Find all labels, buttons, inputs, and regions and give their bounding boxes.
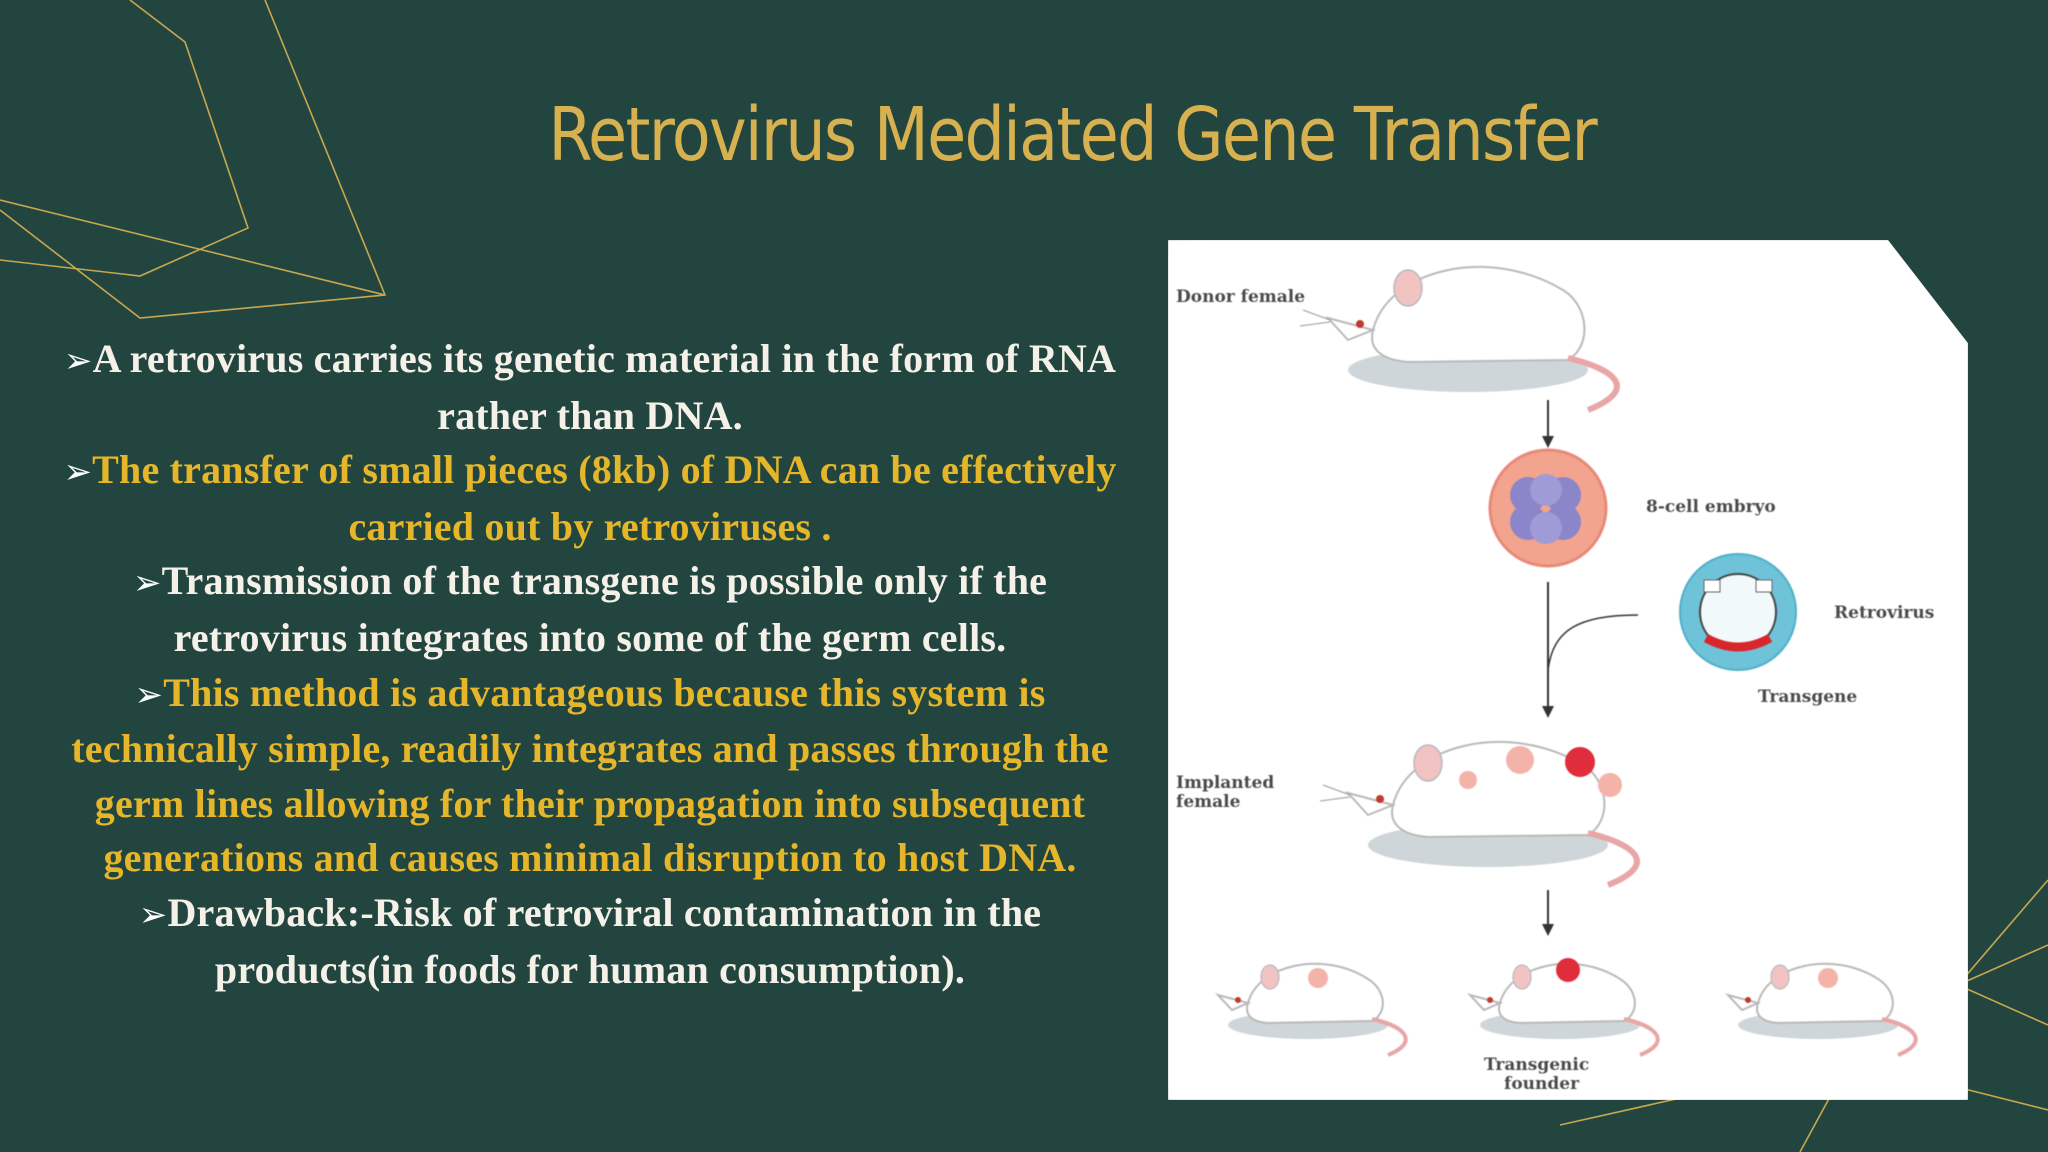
bullet-text: This method is advantageous because this… <box>71 669 1109 881</box>
bullet-text: Transmission of the transgene is possibl… <box>161 558 1048 660</box>
embryo-icon <box>1488 448 1608 568</box>
arrow-bullet-icon: ➢ <box>63 341 93 381</box>
bullet-item: ➢Drawback:-Risk of retroviral contaminat… <box>60 886 1120 997</box>
bullet-item: ➢A retrovirus carries its genetic materi… <box>60 332 1120 443</box>
label-retrovirus: Retrovirus <box>1834 603 1934 623</box>
donor-mouse-icon <box>1300 267 1617 410</box>
label-founder-2: founder <box>1504 1074 1580 1094</box>
arrow-bullet-icon: ➢ <box>134 674 164 715</box>
label-embryo: 8-cell embryo <box>1646 497 1776 517</box>
arrow-bullet-icon: ➢ <box>132 563 162 604</box>
bullet-text: A retrovirus carries its genetic materia… <box>92 336 1117 438</box>
bullet-item: ➢This method is advantageous because thi… <box>60 666 1120 886</box>
label-founder-1: Transgenic <box>1484 1055 1589 1075</box>
arrow-bullet-icon: ➢ <box>63 452 93 493</box>
retrovirus-icon <box>1679 553 1797 671</box>
arrow-bullet-icon: ➢ <box>138 894 168 935</box>
bullet-text: The transfer of small pieces (8kb) of DN… <box>92 447 1117 549</box>
bullet-item: ➢The transfer of small pieces (8kb) of D… <box>60 443 1120 554</box>
label-donor-female: Donor female <box>1176 287 1305 307</box>
transgenic-mouse-diagram: Donor female 8-cell embryo <box>1168 240 1968 1100</box>
label-transgene: Transgene <box>1758 687 1857 707</box>
label-implanted-2: female <box>1176 792 1241 812</box>
bullet-list: ➢A retrovirus carries its genetic materi… <box>60 332 1120 997</box>
label-implanted-1: Implanted <box>1176 773 1274 793</box>
bullet-text: Drawback:-Risk of retroviral contaminati… <box>167 889 1042 992</box>
slide-title: Retrovirus Mediated Gene Transfer <box>548 92 1597 178</box>
bullet-item: ➢Transmission of the transgene is possib… <box>60 554 1120 665</box>
